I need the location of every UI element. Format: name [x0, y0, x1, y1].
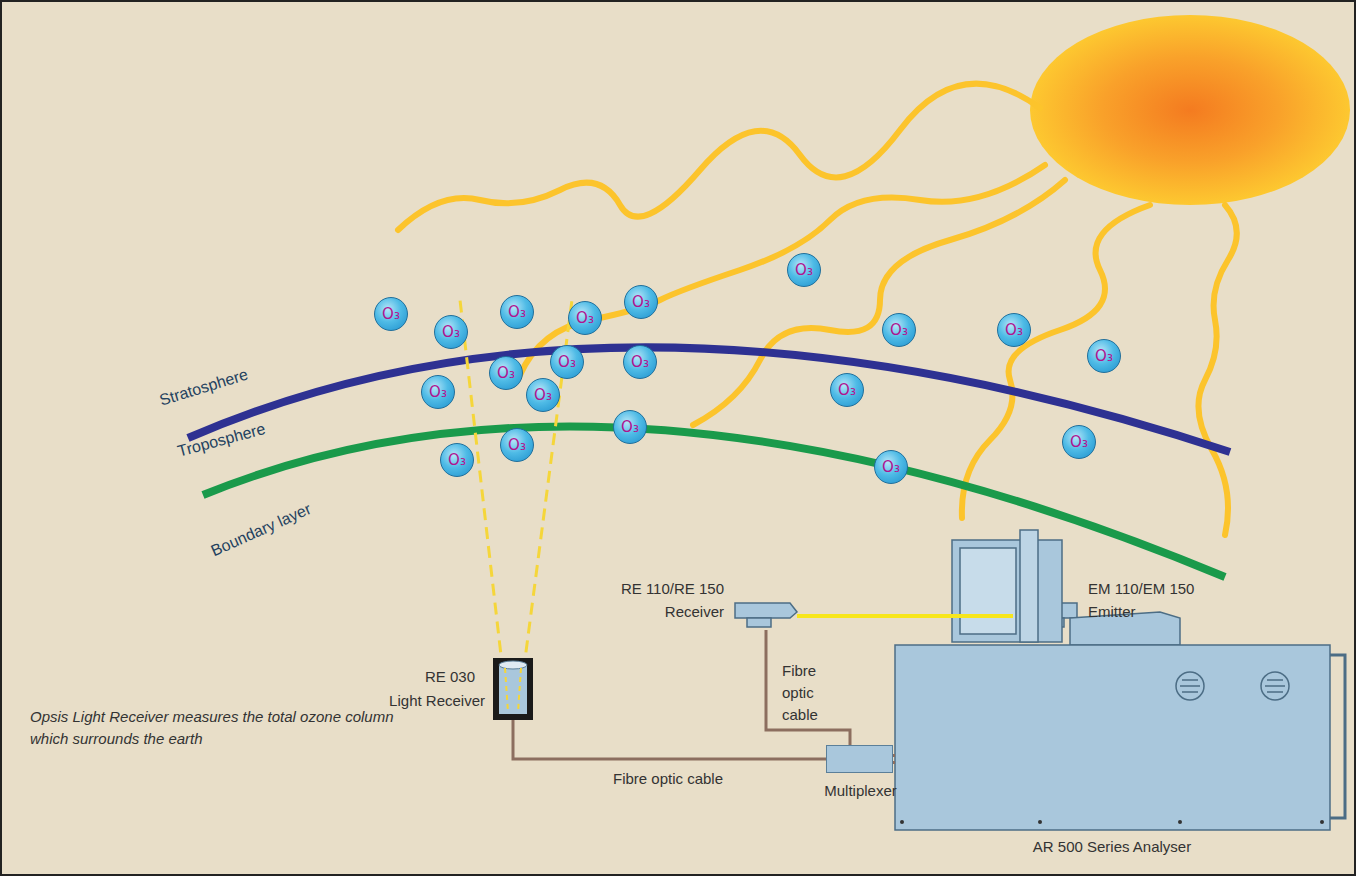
- ozone-molecule: O₃: [374, 297, 408, 331]
- ozone-molecule: O₃: [1062, 425, 1096, 459]
- ozone-molecule: O₃: [624, 285, 658, 319]
- device-label: AR 500 Series Analyser: [1033, 836, 1191, 858]
- analyser-icon: [895, 530, 1345, 830]
- fibre-cable: [766, 630, 850, 745]
- ozone-molecule: O₃: [882, 313, 916, 347]
- ozone-molecule: O₃: [787, 253, 821, 287]
- connector-line: [893, 754, 895, 757]
- ozone-label: O₃: [508, 438, 526, 453]
- ozone-label: O₃: [795, 263, 813, 278]
- analyser-node: AR 500 Series Analyser: [895, 645, 1330, 830]
- sun-rays: [398, 84, 1237, 535]
- ozone-label: O₃: [442, 325, 460, 340]
- ozone-label: O₃: [576, 311, 594, 326]
- device-label: Emitter: [1088, 601, 1136, 623]
- device-label: Receiver: [665, 601, 724, 623]
- ozone-label: O₃: [1095, 349, 1113, 364]
- connector-line: [797, 614, 1013, 618]
- ozone-molecule: O₃: [1087, 339, 1121, 373]
- fibre-cable: [893, 756, 895, 763]
- ozone-molecule: O₃: [500, 295, 534, 329]
- device-label: Multiplexer: [824, 780, 897, 802]
- ozone-label: O₃: [882, 460, 900, 475]
- connector-line: [513, 720, 826, 759]
- ozone-label: O₃: [621, 420, 639, 435]
- ozone-molecule: O₃: [568, 301, 602, 335]
- light-beam: [797, 616, 1013, 617]
- connector-line: [893, 761, 895, 764]
- device-label: EM 110/EM 150: [1088, 578, 1194, 600]
- cable-label: Fibre optic cable: [782, 660, 832, 726]
- device-label: Light Receiver: [389, 690, 485, 712]
- boundary-layer-line: [203, 427, 1225, 577]
- ozone-label: O₃: [429, 385, 447, 400]
- ozone-molecule: O₃: [421, 375, 455, 409]
- ozone-label: O₃: [382, 307, 400, 322]
- ozone-label: O₃: [1070, 435, 1088, 450]
- ozone-label: O₃: [1005, 323, 1023, 338]
- ozone-molecule: O₃: [613, 410, 647, 444]
- sun: [1030, 15, 1350, 205]
- ozone-label: O₃: [890, 323, 908, 338]
- ozone-molecule: O₃: [997, 313, 1031, 347]
- light-receiver-icon: [493, 658, 533, 720]
- device-label: RE 110/RE 150: [621, 578, 724, 600]
- ozone-label: O₃: [632, 295, 650, 310]
- ozone-label: O₃: [508, 305, 526, 320]
- ozone-label: O₃: [838, 383, 856, 398]
- ozone-label: O₃: [631, 355, 649, 370]
- ozone-molecule: O₃: [550, 345, 584, 379]
- device-label: RE 030: [425, 666, 475, 688]
- ozone-molecule: O₃: [623, 345, 657, 379]
- light-receiver-node: RE 030Light Receiver: [493, 658, 533, 720]
- fibre-cable: [513, 720, 826, 759]
- ozone-molecule: O₃: [830, 373, 864, 407]
- ozone-label: O₃: [534, 388, 552, 403]
- ozone-molecule: O₃: [440, 443, 474, 477]
- ozone-label: O₃: [448, 453, 466, 468]
- multiplexer-node: Multiplexer: [826, 745, 893, 773]
- connector-line: [766, 630, 850, 745]
- ozone-molecule: O₃: [489, 356, 523, 390]
- ozone-label: O₃: [558, 355, 576, 370]
- receiver-node: RE 110/RE 150Receiver: [735, 602, 797, 630]
- ozone-label: O₃: [497, 366, 515, 381]
- ozone-molecule: O₃: [500, 428, 534, 462]
- receiver-icon: [735, 603, 797, 627]
- ozone-molecule: O₃: [874, 450, 908, 484]
- ozone-molecule: O₃: [526, 378, 560, 412]
- emitter-node: EM 110/EM 150Emitter: [1013, 602, 1077, 630]
- caption: Opsis Light Receiver measures the total …: [30, 706, 400, 750]
- cable-label: Fibre optic cable: [613, 768, 723, 790]
- ozone-molecule: O₃: [434, 315, 468, 349]
